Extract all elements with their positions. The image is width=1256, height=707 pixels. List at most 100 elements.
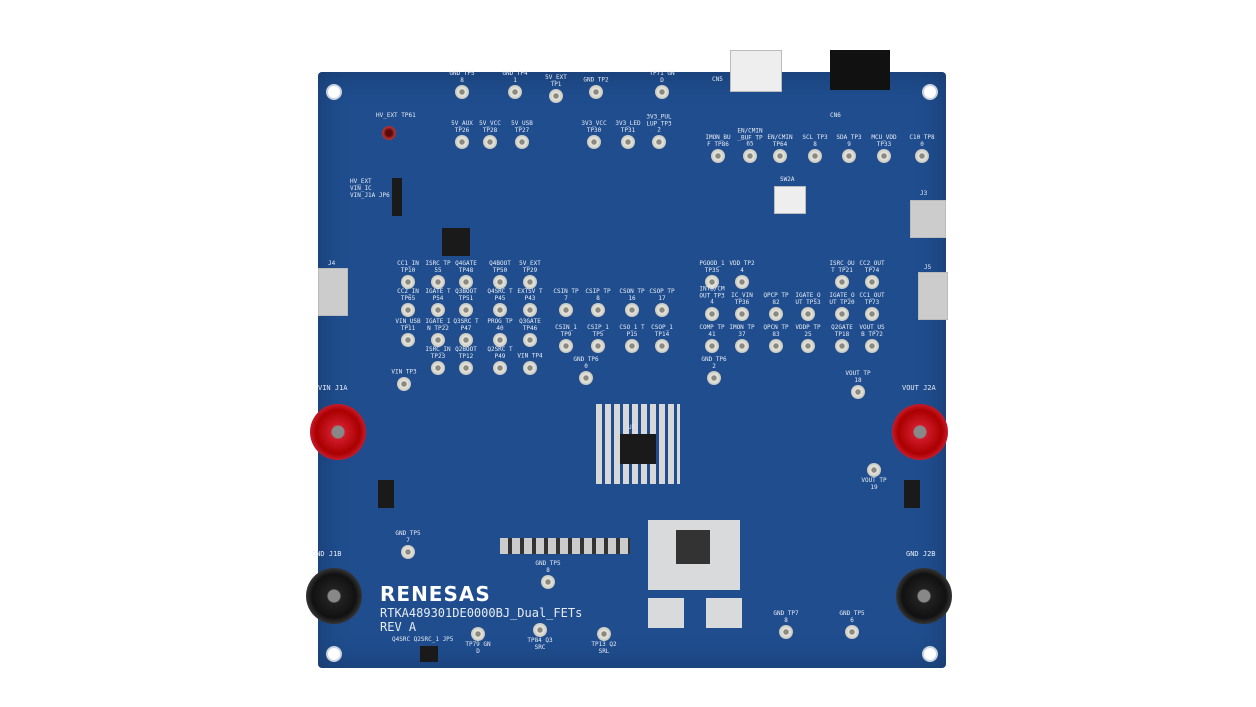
test-point[interactable]: [591, 303, 605, 317]
test-point[interactable]: [483, 135, 497, 149]
test-point[interactable]: [597, 627, 611, 641]
test-point[interactable]: [533, 623, 547, 637]
test-point[interactable]: [877, 149, 891, 163]
test-point[interactable]: [459, 275, 473, 289]
test-point[interactable]: [493, 333, 507, 347]
switch-sw2a[interactable]: [774, 186, 806, 214]
connector-cn6[interactable]: [830, 50, 890, 90]
test-point-label: CC2_OUT TP74: [859, 260, 885, 274]
test-point[interactable]: [621, 135, 635, 149]
test-point-label: VOUT TP19: [861, 477, 887, 491]
jack-vin[interactable]: [310, 404, 366, 460]
test-point[interactable]: [655, 85, 669, 99]
test-point[interactable]: [587, 135, 601, 149]
test-point[interactable]: [835, 339, 849, 353]
test-point[interactable]: [559, 303, 573, 317]
test-point[interactable]: [589, 85, 603, 99]
test-point[interactable]: [851, 385, 865, 399]
test-point[interactable]: [523, 361, 537, 375]
test-point[interactable]: [625, 339, 639, 353]
test-point[interactable]: [559, 339, 573, 353]
test-point[interactable]: [835, 275, 849, 289]
test-point[interactable]: [625, 303, 639, 317]
test-point[interactable]: [743, 149, 757, 163]
copper-pad: [706, 598, 742, 628]
test-point[interactable]: [401, 275, 415, 289]
test-point[interactable]: [523, 303, 537, 317]
test-point[interactable]: [541, 575, 555, 589]
jack-label: VIN J1A: [318, 384, 348, 392]
test-point[interactable]: [493, 275, 507, 289]
test-point[interactable]: [769, 339, 783, 353]
test-point[interactable]: [401, 303, 415, 317]
test-point[interactable]: [735, 275, 749, 289]
test-point[interactable]: [865, 307, 879, 321]
test-point[interactable]: [865, 339, 879, 353]
test-point[interactable]: [549, 89, 563, 103]
jumper-jp5[interactable]: [420, 646, 438, 662]
test-point[interactable]: [431, 361, 445, 375]
test-point[interactable]: [493, 303, 507, 317]
test-point[interactable]: [842, 149, 856, 163]
test-point[interactable]: [865, 275, 879, 289]
test-point[interactable]: [801, 307, 815, 321]
test-point[interactable]: [867, 463, 881, 477]
test-point[interactable]: [773, 149, 787, 163]
test-point-label: EN/CMIN TP64: [767, 134, 793, 148]
test-point[interactable]: [455, 135, 469, 149]
test-point[interactable]: [705, 307, 719, 321]
test-point[interactable]: [431, 303, 445, 317]
test-point[interactable]: [735, 339, 749, 353]
test-point[interactable]: [459, 333, 473, 347]
test-point[interactable]: [459, 361, 473, 375]
test-point[interactable]: [431, 275, 445, 289]
test-point[interactable]: [735, 307, 749, 321]
test-point[interactable]: [515, 135, 529, 149]
connector-cn5[interactable]: [730, 50, 782, 92]
test-point-label: IGATE_IN TP22: [425, 318, 451, 332]
test-point[interactable]: [455, 85, 469, 99]
jack-gnd[interactable]: [896, 568, 952, 624]
test-point[interactable]: [579, 371, 593, 385]
test-point[interactable]: [591, 339, 605, 353]
test-point[interactable]: [845, 625, 859, 639]
usb-c-connector-j4[interactable]: [318, 268, 348, 316]
test-point[interactable]: [915, 149, 929, 163]
jumper-jp6[interactable]: [392, 178, 402, 216]
test-point[interactable]: [523, 333, 537, 347]
test-point[interactable]: [655, 339, 669, 353]
test-point[interactable]: [523, 275, 537, 289]
test-point[interactable]: [655, 303, 669, 317]
test-point[interactable]: [508, 85, 522, 99]
test-point-label: 5V_EXT TP29: [519, 260, 541, 274]
jumper-label: HV_EXT VIN_IC VIN_J1A JP6: [350, 178, 390, 199]
test-point[interactable]: [431, 333, 445, 347]
usb-c-connector-j5[interactable]: [918, 272, 948, 320]
test-point[interactable]: [652, 135, 666, 149]
test-point[interactable]: [707, 371, 721, 385]
test-point[interactable]: [705, 339, 719, 353]
test-point-hv-ext[interactable]: [382, 126, 396, 140]
renesas-logo: RENESAS: [380, 582, 491, 606]
test-point-label: 3V3_LED TP31: [615, 120, 641, 134]
jack-vout[interactable]: [892, 404, 948, 460]
test-point-label: TP79 GND: [465, 641, 491, 655]
test-point[interactable]: [401, 545, 415, 559]
test-point[interactable]: [493, 361, 507, 375]
test-point[interactable]: [471, 627, 485, 641]
usb-connector-j3[interactable]: [910, 200, 946, 238]
test-point[interactable]: [801, 339, 815, 353]
test-point[interactable]: [397, 377, 411, 391]
test-point-label: CSIP TP8: [585, 288, 611, 302]
test-point[interactable]: [808, 149, 822, 163]
test-point-label: CSIN TP7: [553, 288, 579, 302]
test-point[interactable]: [779, 625, 793, 639]
test-point-label: 3V3_VCC TP30: [581, 120, 607, 134]
test-point[interactable]: [835, 307, 849, 321]
jack-gnd[interactable]: [306, 568, 362, 624]
test-point[interactable]: [401, 333, 415, 347]
test-point[interactable]: [459, 303, 473, 317]
test-point[interactable]: [705, 275, 719, 289]
test-point[interactable]: [769, 307, 783, 321]
test-point[interactable]: [711, 149, 725, 163]
